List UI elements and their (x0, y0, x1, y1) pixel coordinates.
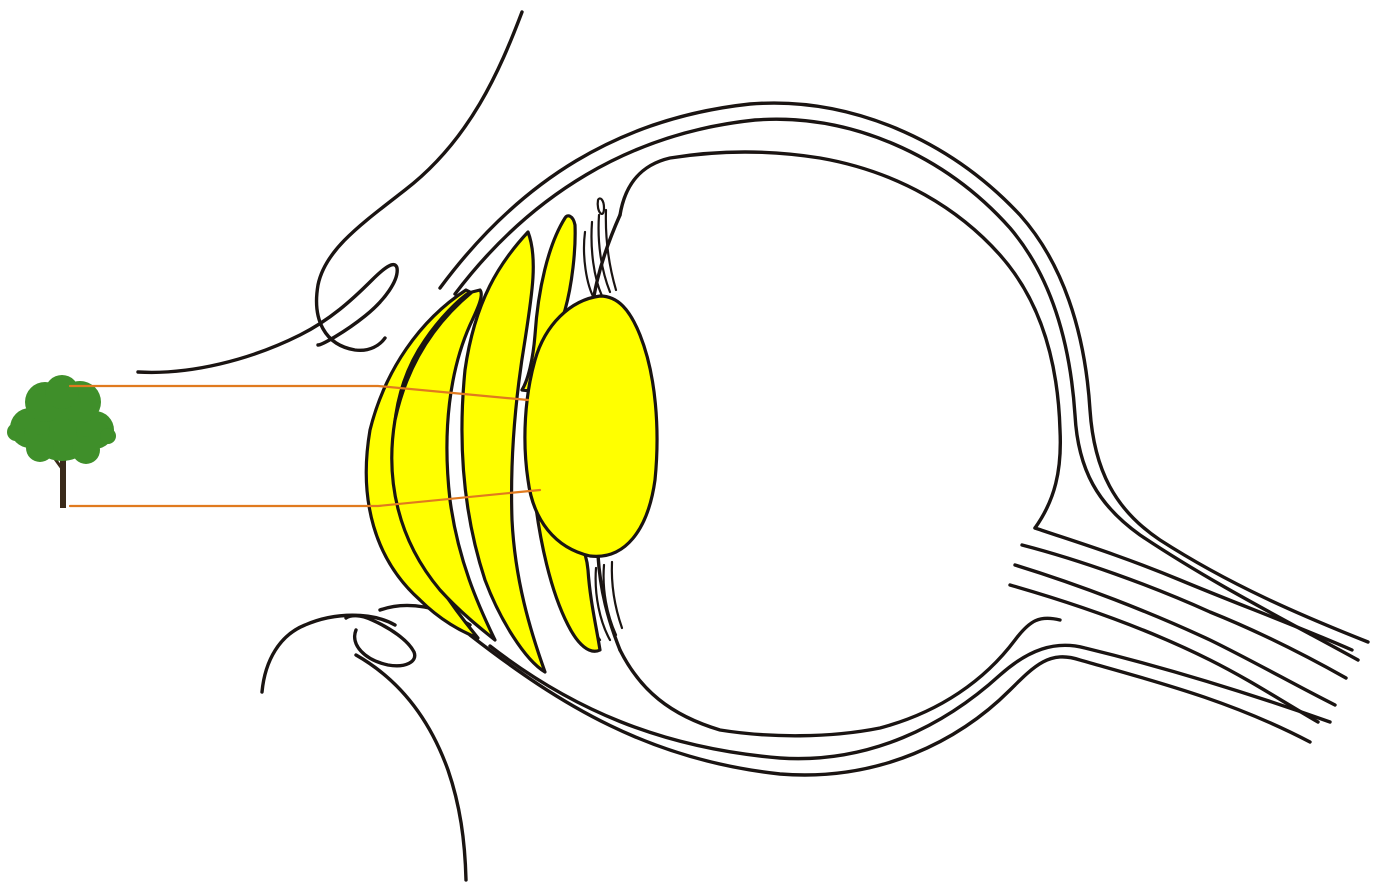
lens (525, 296, 657, 556)
tree-icon (7, 375, 116, 508)
ciliary-fibres-top (584, 198, 616, 300)
lower-eyelid (262, 605, 470, 880)
retina (590, 152, 1060, 736)
optic-nerve (1010, 528, 1352, 722)
light-ray-top (70, 386, 528, 400)
tree-foliage (7, 375, 116, 464)
